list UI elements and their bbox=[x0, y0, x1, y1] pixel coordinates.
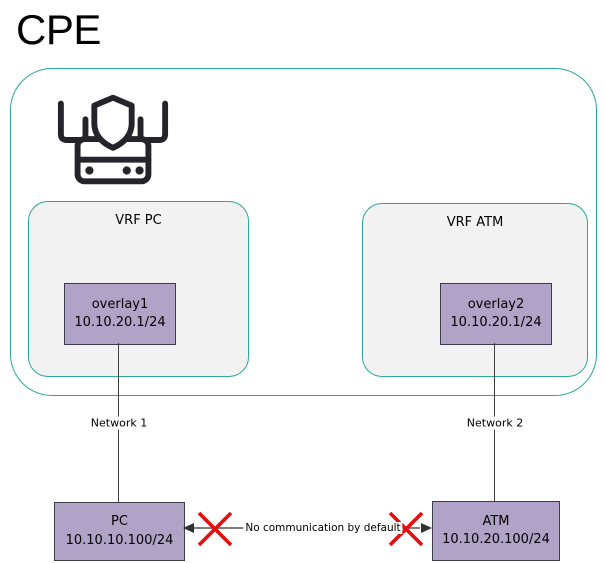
vrf-pc-label: VRF PC bbox=[115, 213, 162, 228]
arrow-head-right-icon bbox=[421, 522, 432, 533]
antenna-right bbox=[141, 100, 169, 143]
overlay1-interface-node: overlay1 10.10.20.1/24 bbox=[64, 283, 176, 345]
overlay2-interface-node: overlay2 10.10.20.1/24 bbox=[440, 283, 552, 345]
pc-ip: 10.10.10.100/24 bbox=[65, 532, 174, 548]
vrf-atm-label: VRF ATM bbox=[446, 215, 504, 230]
network2-label: Network 2 bbox=[463, 416, 527, 430]
overlay1-name: overlay1 bbox=[91, 296, 149, 312]
router-led-3 bbox=[135, 166, 144, 175]
network1-label: Network 1 bbox=[87, 416, 151, 430]
router-led-1 bbox=[85, 166, 94, 175]
red-x-icon-left bbox=[197, 511, 233, 547]
arrow-head-left-icon bbox=[183, 522, 194, 533]
atm-name: ATM bbox=[482, 513, 510, 529]
router-firewall-shield-icon bbox=[57, 94, 169, 185]
antenna-left bbox=[57, 100, 85, 143]
shield-icon bbox=[91, 94, 135, 151]
pc-host-node: PC 10.10.10.100/24 bbox=[54, 502, 185, 561]
overlay2-ip: 10.10.20.1/24 bbox=[450, 315, 542, 330]
overlay2-name: overlay2 bbox=[467, 296, 525, 312]
atm-ip: 10.10.20.100/24 bbox=[442, 532, 550, 547]
diagram-title: CPE bbox=[16, 6, 101, 53]
no-communication-label: No communication by default bbox=[243, 522, 403, 534]
overlay1-ip: 10.10.20.1/24 bbox=[74, 315, 166, 330]
atm-host-node: ATM 10.10.20.100/24 bbox=[432, 501, 560, 561]
router-led-2 bbox=[122, 166, 131, 175]
red-x-icon-right bbox=[388, 511, 424, 547]
pc-name: PC bbox=[111, 514, 128, 530]
